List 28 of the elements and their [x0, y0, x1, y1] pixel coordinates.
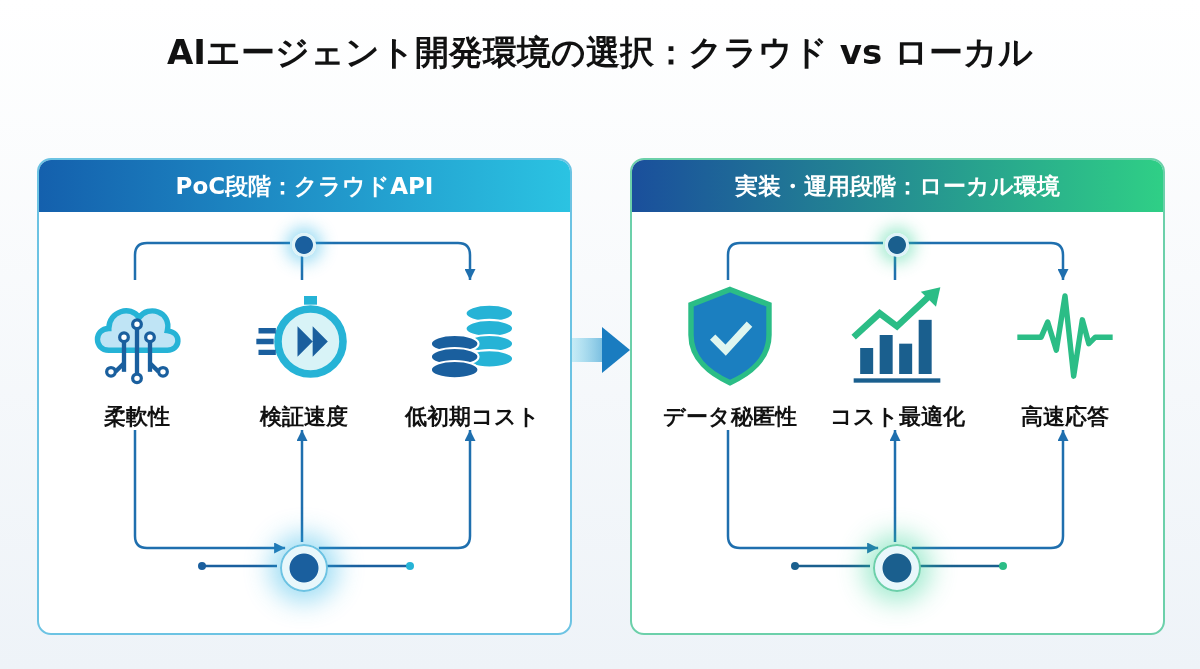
arrow: [314, 241, 476, 280]
diagram-title: AIエージェント開発環境の選択：クラウド vs ローカル: [165, 31, 1034, 74]
feature-label: 検証速度: [258, 403, 349, 431]
arrow: [133, 430, 286, 554]
arrow: [726, 430, 879, 554]
hub-dot: [885, 233, 909, 257]
arrow: [907, 241, 1069, 280]
hub-dot: [873, 544, 921, 592]
arrow: [889, 430, 901, 542]
arrow: [911, 430, 1069, 550]
connector-line: [726, 241, 883, 280]
arrow: [296, 430, 308, 542]
hub-dot: [292, 233, 316, 257]
feature-label: 柔軟性: [103, 403, 171, 431]
feature-label: コスト最適化: [828, 403, 966, 431]
connector-line: [300, 255, 304, 280]
feature-label: 低初期コスト: [403, 403, 541, 431]
stage-panel: [37, 158, 572, 635]
arrow: [318, 430, 476, 550]
block-arrow: [572, 327, 630, 373]
connector-line: [133, 241, 290, 280]
stage-panel: [630, 158, 1165, 635]
connector-line: [893, 255, 897, 280]
feature-label: 高速応答: [1020, 403, 1110, 431]
panel-heading: PoC段階：クラウドAPI: [39, 160, 570, 212]
hub-dot: [280, 544, 328, 592]
panel-heading: 実装・運用段階：ローカル環境: [632, 160, 1163, 212]
feature-label: データ秘匿性: [662, 403, 798, 431]
